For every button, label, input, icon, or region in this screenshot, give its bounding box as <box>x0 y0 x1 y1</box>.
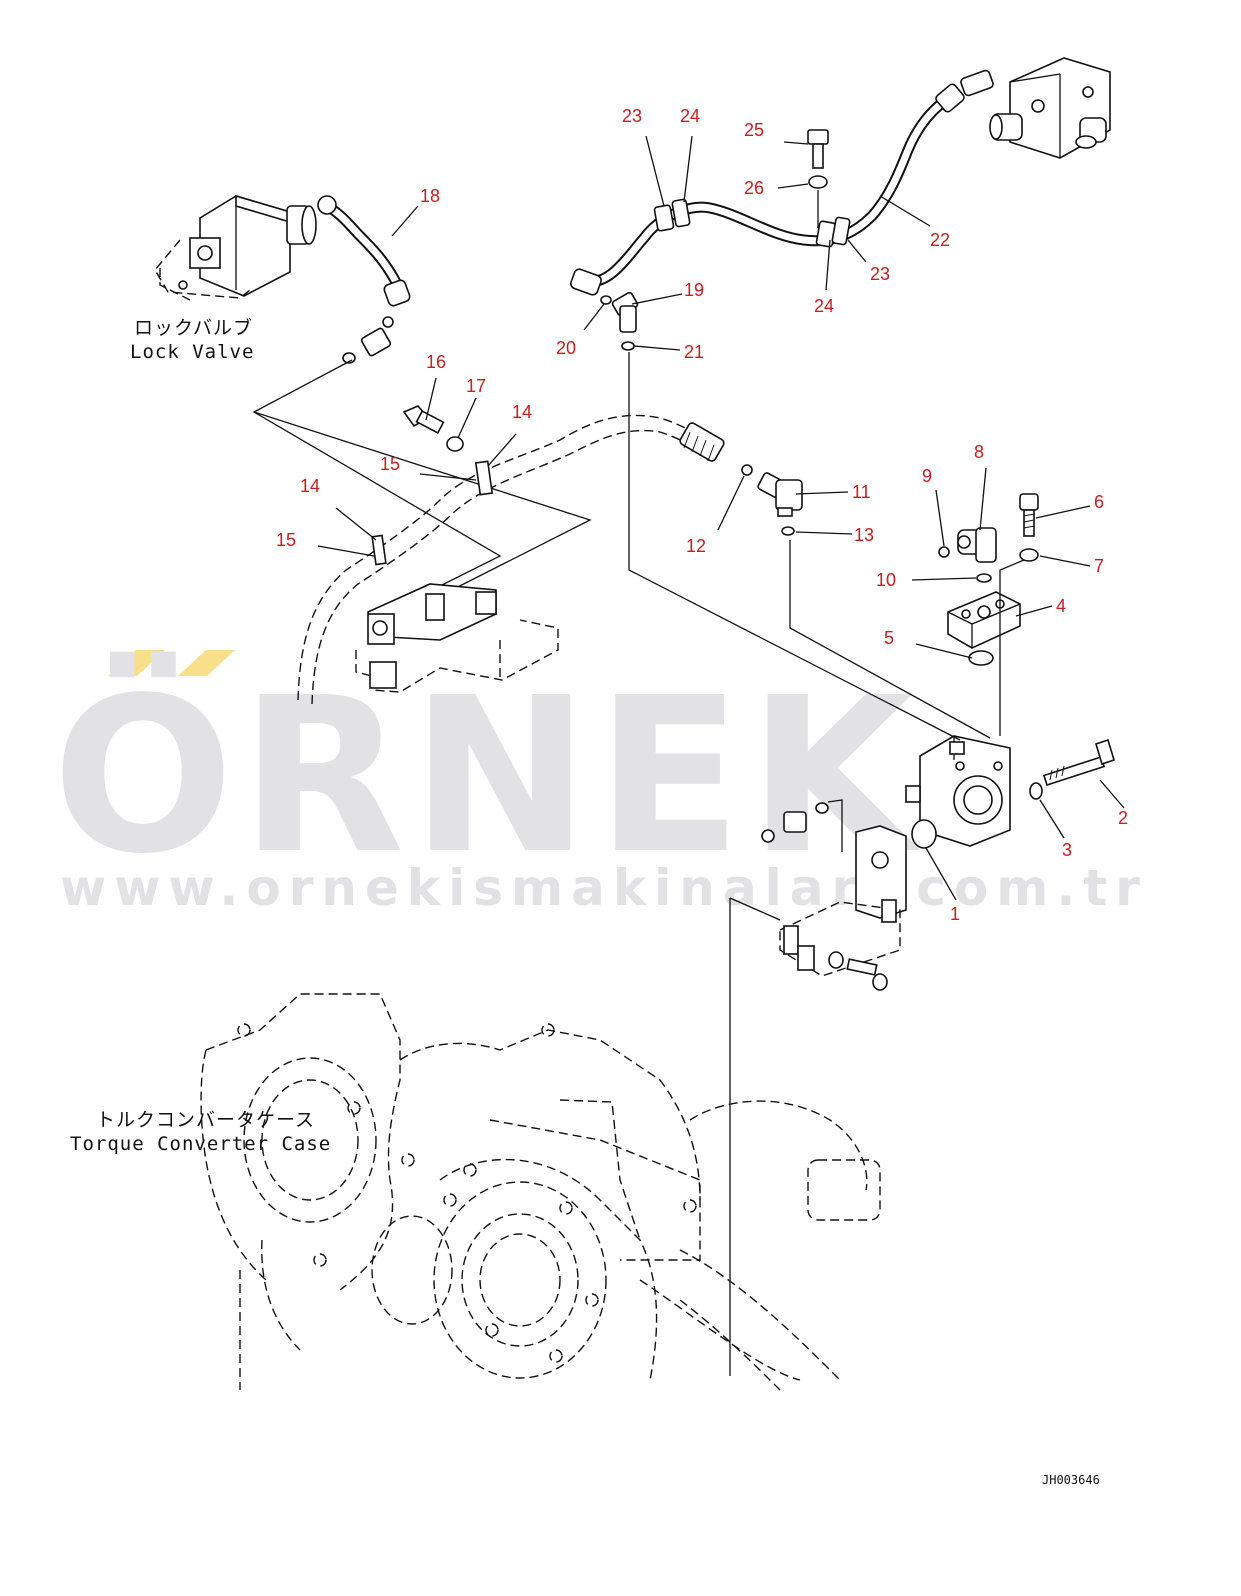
dashed-pipe <box>297 414 725 705</box>
oring-5 <box>968 650 994 666</box>
callout-3: 3 <box>1062 840 1072 860</box>
callout-10: 10 <box>876 570 896 590</box>
drawing-code: JH003646 <box>1042 1473 1100 1487</box>
callout-20: 20 <box>556 338 576 358</box>
gear-pump <box>905 735 1011 847</box>
callout-14-left: 14 <box>300 476 320 496</box>
callout-23-left: 23 <box>622 106 642 126</box>
oring-10 <box>976 573 992 583</box>
callout-14-right: 14 <box>512 402 532 422</box>
callout-8: 8 <box>974 442 984 462</box>
callout-21: 21 <box>684 342 704 362</box>
oring-9 <box>938 546 950 558</box>
valve-block-upper <box>960 57 1111 159</box>
callout-leaders <box>317 135 1125 901</box>
bracket-frame <box>252 359 592 693</box>
oring-12 <box>741 464 753 476</box>
watermark-accent-right <box>178 650 235 676</box>
washer-17 <box>446 436 464 452</box>
callout-12: 12 <box>686 536 706 556</box>
callout-4: 4 <box>1056 596 1066 616</box>
callout-17: 17 <box>466 376 486 396</box>
callout-18: 18 <box>420 186 440 206</box>
callout-9: 9 <box>922 466 932 486</box>
callout-11: 11 <box>852 482 871 502</box>
bolt-6 <box>1019 493 1039 537</box>
oring-21 <box>621 341 635 351</box>
watermark-accent-left <box>108 650 165 676</box>
callout-15-left: 15 <box>276 530 296 550</box>
lock-valve <box>154 194 317 301</box>
callout-13: 13 <box>854 525 874 545</box>
oring-13 <box>781 526 795 536</box>
elbow-19 <box>611 291 639 333</box>
watermark-url: www.ornekismakinalari.com.tr <box>60 859 1148 917</box>
callout-1: 1 <box>950 904 960 924</box>
callout-26: 26 <box>744 178 764 198</box>
elbow-11 <box>757 472 803 517</box>
fitting-8 <box>957 527 997 563</box>
callout-6: 6 <box>1094 492 1104 512</box>
callout-2: 2 <box>1118 808 1128 828</box>
callout-16: 16 <box>426 352 446 372</box>
bolt-25 <box>807 129 829 169</box>
bolt-2 <box>1042 738 1115 787</box>
callout-5: 5 <box>884 628 894 648</box>
callout-24-left: 24 <box>680 106 700 126</box>
bolt-16 <box>402 405 445 435</box>
oring-20 <box>600 295 612 305</box>
torque-converter-case <box>200 993 881 1391</box>
hose-22 <box>570 83 965 296</box>
washer-26 <box>808 175 828 189</box>
watermark-brand: ÖRNEK <box>52 651 921 901</box>
callout-23-right: 23 <box>870 264 890 284</box>
callout-24-right: 24 <box>814 296 834 316</box>
callouts: 1 2 3 4 5 6 7 8 9 10 11 12 13 14 14 15 1… <box>276 106 1128 924</box>
callout-25: 25 <box>744 120 764 140</box>
washer-7 <box>1019 548 1039 562</box>
watermark: ÖRNEK www.ornekismakinalari.com.tr <box>52 650 1148 917</box>
torque-case-caption-en: Torque Converter Case <box>70 1133 331 1155</box>
oring-1 <box>911 819 937 849</box>
callout-15-right: 15 <box>380 454 400 474</box>
torque-case-caption-jp: トルクコンバータケース <box>96 1109 315 1131</box>
washer-3 <box>1029 782 1043 800</box>
callout-22: 22 <box>930 230 950 250</box>
flange-4 <box>947 591 1021 649</box>
hose-18 <box>317 195 411 364</box>
mounting-plate <box>729 799 907 1376</box>
callout-19: 19 <box>684 280 704 300</box>
lock-valve-caption-en: Lock Valve <box>130 341 254 363</box>
callout-7: 7 <box>1094 556 1104 576</box>
lock-valve-caption-jp: ロックバルブ <box>134 316 253 339</box>
